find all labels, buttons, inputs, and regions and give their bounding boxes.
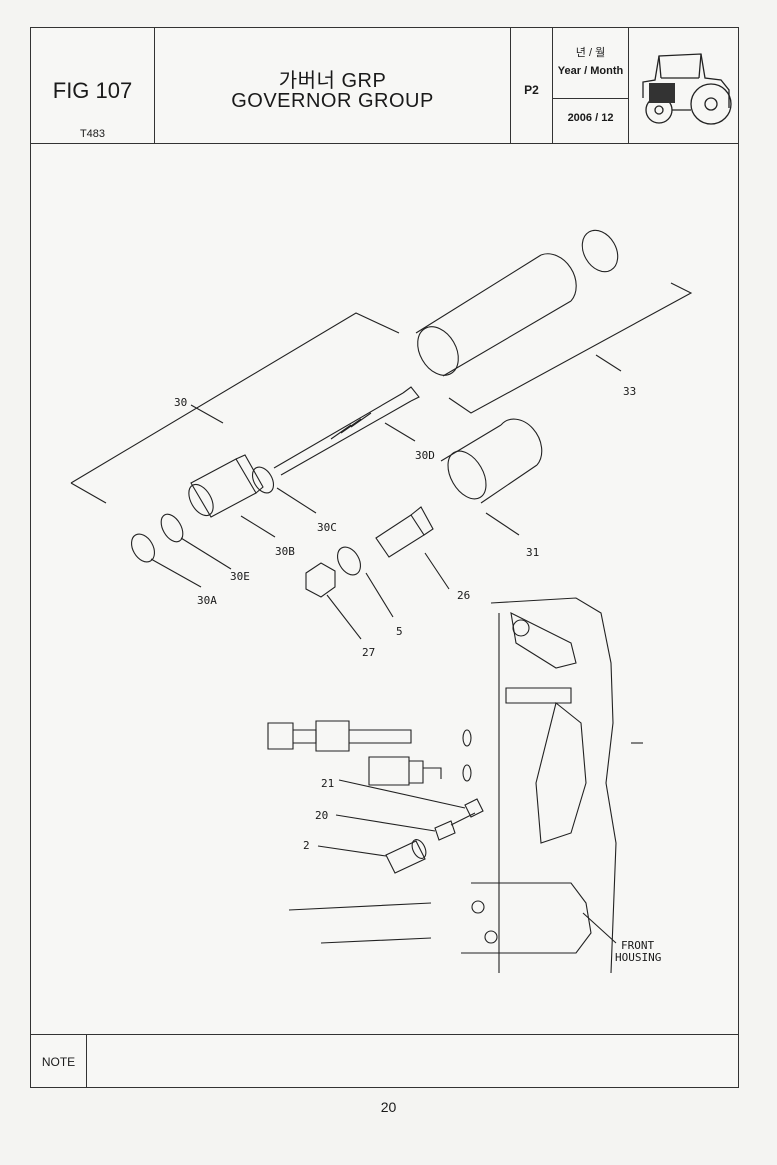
year-month-english: Year / Month xyxy=(557,65,624,77)
callout-33: 33 xyxy=(623,385,636,398)
engine-highlight xyxy=(649,83,675,103)
callout-30D: 30D xyxy=(415,449,435,462)
exploded-parts-drawing: 30 30D 30C 30B 30E 30A 33 31 26 5 27 21 … xyxy=(31,143,738,1035)
shaft-30D xyxy=(273,386,420,476)
note-row: NOTE xyxy=(31,1034,738,1088)
bracket-30 xyxy=(70,312,400,484)
page-number: 20 xyxy=(380,1099,397,1115)
callout-30B: 30B xyxy=(275,545,295,558)
callout-30A: 30A xyxy=(197,594,217,607)
tractor-icon-cell xyxy=(629,28,738,143)
body-30B xyxy=(188,454,264,518)
bolt-20 xyxy=(434,812,476,841)
bracket-33 xyxy=(448,282,693,414)
title-cell: 가버너 GRP GOVERNOR GROUP xyxy=(155,28,511,143)
page-code-cell: P2 xyxy=(511,28,553,143)
washer-30A xyxy=(130,533,156,563)
callout-27: 27 xyxy=(362,646,375,659)
date-value: 2006 / 12 xyxy=(567,112,614,124)
tractor-icon xyxy=(642,53,732,125)
page-code: P2 xyxy=(524,83,539,97)
date-cell: 년 / 월 Year / Month 2006 / 12 xyxy=(553,28,629,143)
callout-26: 26 xyxy=(457,589,470,602)
nut-27 xyxy=(305,562,336,598)
figure-cell: FIG 107 T483 xyxy=(31,28,155,143)
exploded-view: 30 30D 30C 30B 30E 30A 33 31 26 5 27 21 … xyxy=(70,229,693,974)
callout-front: FRONT xyxy=(621,939,654,952)
cap-2 xyxy=(385,839,427,874)
date-caption: 년 / 월 Year / Month xyxy=(553,28,628,99)
washer-5 xyxy=(336,546,362,576)
bolt-26 xyxy=(375,506,434,558)
front-housing xyxy=(288,597,643,974)
callout-30C: 30C xyxy=(317,521,337,534)
nut-21 xyxy=(464,798,484,818)
snap-ring-30E xyxy=(160,513,184,543)
callout-housing: HOUSING xyxy=(615,951,661,964)
callout-31: 31 xyxy=(526,546,539,559)
figure-number: FIG 107 xyxy=(52,78,133,103)
tube-33 xyxy=(415,229,619,377)
o-ring-30C xyxy=(251,466,275,494)
callout-21: 21 xyxy=(321,777,334,790)
cap-31 xyxy=(440,418,543,504)
callout-2: 2 xyxy=(303,839,310,852)
header: FIG 107 T483 가버너 GRP GOVERNOR GROUP P2 년… xyxy=(31,28,738,144)
figure-code: T483 xyxy=(79,128,106,140)
callout-20: 20 xyxy=(315,809,328,822)
title-korean: 가버너 GRP xyxy=(278,70,387,92)
callout-30E: 30E xyxy=(230,570,250,583)
callout-30: 30 xyxy=(174,396,187,409)
year-month-korean: 년 / 월 xyxy=(575,47,606,59)
note-label: NOTE xyxy=(31,1035,87,1088)
parts-sheet: FIG 107 T483 가버너 GRP GOVERNOR GROUP P2 년… xyxy=(30,27,739,1088)
bolt-assembly xyxy=(267,720,472,786)
callout-5: 5 xyxy=(396,625,403,638)
title-english: GOVERNOR GROUP xyxy=(231,90,434,112)
